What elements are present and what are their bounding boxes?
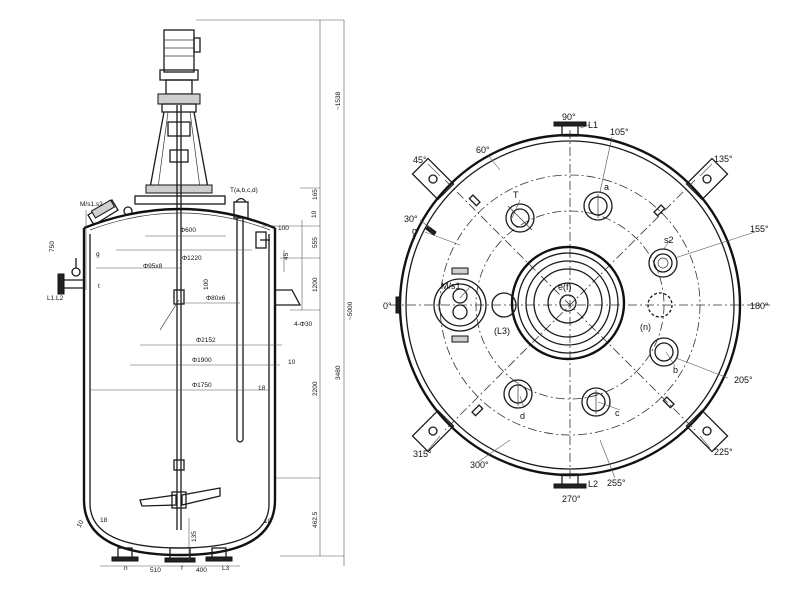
motor [157,29,201,113]
nozzle-c [581,387,611,417]
label-pipe-tag: 4-Φ30 [294,321,313,328]
angle-270: 270° [562,494,581,504]
dim-5000: ~5000 [347,301,354,320]
dim-165: 165 [312,189,319,200]
lug-45 [411,157,455,201]
lug-315 [411,409,455,453]
dim-d80x6: Φ80x6 [206,295,226,302]
label-g: g [412,226,417,236]
label-d: d [520,411,525,421]
lug-225 [685,409,729,453]
label-l3: L3 [222,565,230,572]
nozzle-d [503,379,533,409]
dim-1538: ~1538 [335,91,342,110]
dim-18: 18 [258,385,266,392]
angle-315: 315° [413,449,432,459]
side-nozzle-l1l2 [57,258,84,295]
label-n: n [124,565,128,572]
impeller-right [181,487,221,506]
nozzle-s2 [648,248,678,278]
angle-180: 180° [750,301,769,311]
label-tabcd: T(a,b,c,d) [230,187,258,194]
angle-135: 135° [714,154,733,164]
dim-10-top: 10 [311,210,318,218]
label-l1l2: L1.L2 [47,295,64,302]
label-l2: L2 [588,479,598,489]
top-head [83,207,276,230]
nozzle-l3 [491,292,517,318]
dim-d2152: Φ2152 [196,337,216,344]
nozzle-a [583,191,613,221]
label-c: c [615,408,620,418]
dim-d1900: Φ1900 [192,357,212,364]
dim-45: 45 [283,252,290,260]
label-s2: s2 [664,235,674,245]
angle-300: 300° [470,460,489,470]
dim-10-mid: 10 [288,359,296,366]
dim-750: 750 [49,241,56,252]
elevation-view: M/s1.s2 T(a,b,c,d) L1.L2 t g n f L3 4-Φ3… [47,19,354,574]
dim-555: 555 [312,237,319,248]
label-ms1s2: M/s1.s2 [80,201,103,208]
dim-1200: 1200 [312,277,319,292]
side-lug [274,289,302,306]
nozzle-t [505,203,535,233]
label-a: a [604,182,609,192]
dim-510: 510 [150,567,161,574]
impeller-left [139,494,177,507]
angle-205: 205° [734,375,753,385]
label-t: t [98,283,100,290]
label-b: b [673,365,678,375]
lug-135 [685,157,729,201]
dim-135: 135 [191,531,198,542]
nozzle-m-s1 [433,267,487,343]
label-l3: (L3) [494,326,510,336]
dim-462-5: 462.5 [312,511,319,528]
bottom-head [82,499,277,557]
label-n: (n) [640,322,651,332]
central-nozzle [510,245,626,361]
dim-2200: 2200 [312,381,319,396]
dim-10-br: 10 [264,518,272,525]
label-t: T [513,190,519,200]
dim-18-bottom: 18 [100,517,108,524]
angle-30: 30° [404,214,418,224]
dim-3480: 3480 [335,365,342,380]
angle-225: 225° [714,447,733,457]
nozzle-b [649,337,679,367]
angle-45: 45° [413,155,427,165]
angle-90: 90° [562,112,576,122]
label-ef: e(f) [558,282,572,292]
dim-10-bottom: 10 [76,519,86,529]
angle-0: 0° [383,301,392,311]
plan-view: 90° 105° 60° 45° 135° 30° 155° 0° 180° 2… [383,112,770,504]
dim-d600: Φ600 [180,227,196,234]
dim-100-top: 100 [278,225,289,232]
dim-100-mid: 100 [203,279,210,290]
manhole [87,199,133,226]
angle-155: 155° [750,224,769,234]
nozzle-g-marker [425,225,437,236]
angle-105: 105° [610,127,629,137]
nozzle-n-dashed [647,292,673,318]
label-m-s1: M/s1 [441,281,461,291]
angle-255: 255° [607,478,626,488]
angle-60: 60° [476,145,490,155]
dim-400: 400 [196,567,207,574]
dim-d95x8: Φ95x8 [143,263,163,270]
label-g: g [96,251,100,258]
dim-d1750: Φ1750 [192,382,212,389]
label-l1: L1 [588,120,598,130]
label-f: f [181,565,183,572]
agitator-frame [145,111,213,194]
dim-d1220: Φ1220 [182,255,202,262]
